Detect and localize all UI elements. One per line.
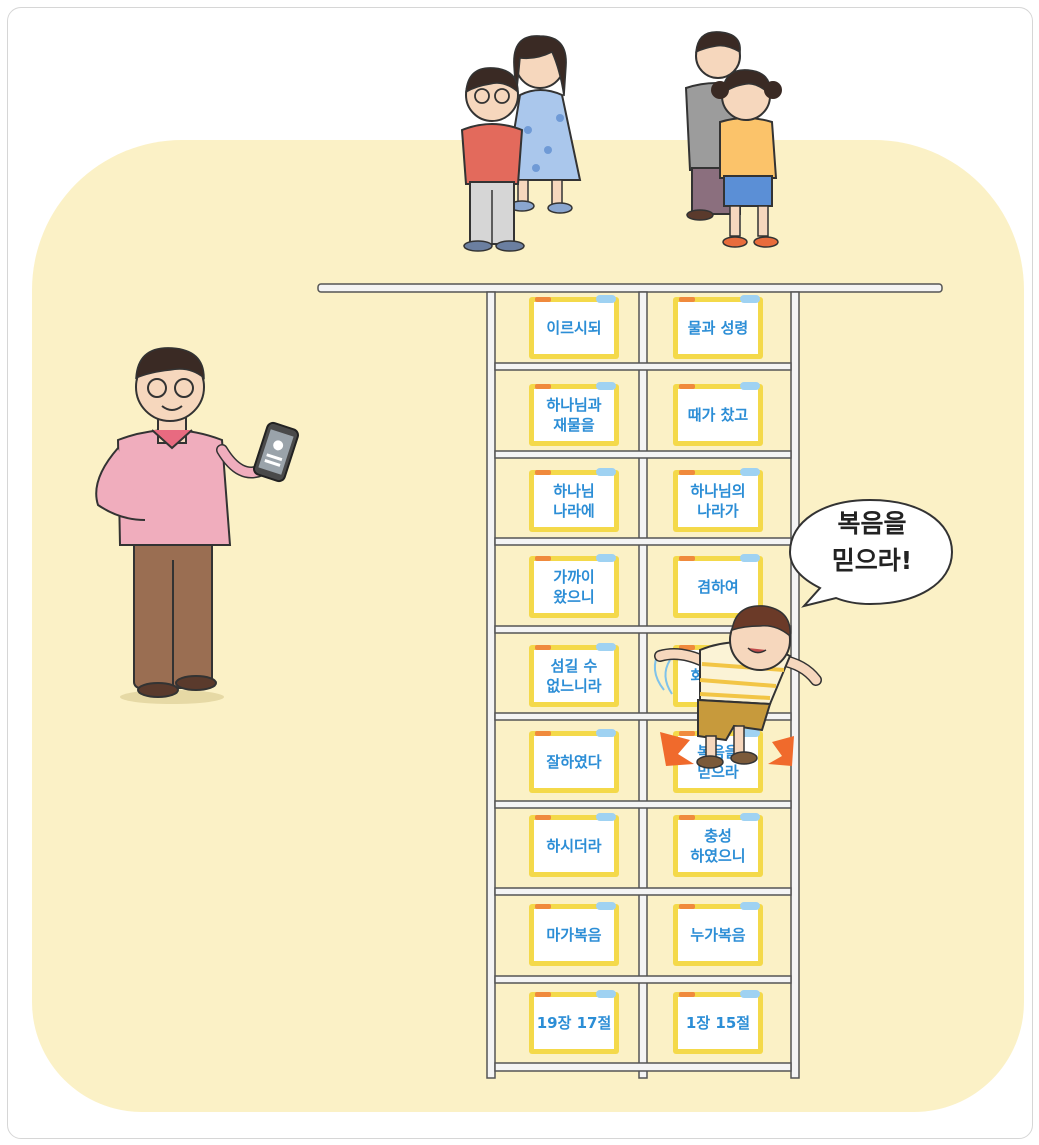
- ladder-rung: [494, 975, 792, 984]
- ladder-rail-left: [486, 291, 496, 1079]
- word-card[interactable]: 하나님과 재물을: [529, 382, 619, 446]
- smartphone-icon: [253, 421, 299, 483]
- word-card-label: 하시더라: [534, 820, 614, 872]
- ladder-rungs: [494, 362, 792, 1072]
- word-card-label: 잘하였다: [534, 736, 614, 788]
- ladder-rail-middle: [638, 291, 648, 1079]
- word-card[interactable]: 하나님 나라에: [529, 468, 619, 532]
- speech-bubble-shape: [788, 498, 954, 608]
- word-card-label: 때가 찼고: [678, 389, 758, 441]
- word-card[interactable]: 마가복음: [529, 902, 619, 966]
- word-card-label: 하나님과 재물을: [534, 389, 614, 441]
- word-card[interactable]: 충성 하였으니: [673, 813, 763, 877]
- word-card[interactable]: 하나님의 나라가: [673, 468, 763, 532]
- speech-bubble-text: 복음을 믿으라!: [831, 509, 913, 575]
- word-card[interactable]: 잘하였다: [529, 729, 619, 793]
- teacher-figure: [95, 347, 299, 704]
- word-card[interactable]: 겸하여: [673, 554, 763, 618]
- word-card[interactable]: 19장 17절: [529, 990, 619, 1054]
- word-card-label: 겸하여: [678, 561, 758, 613]
- ladder-rail-right: [790, 291, 800, 1079]
- word-card[interactable]: 1장 15절: [673, 990, 763, 1054]
- family-figures: [460, 31, 782, 252]
- ladder-rung: [494, 887, 792, 896]
- word-card-label: 하나님 나라에: [534, 475, 614, 527]
- ladder-rung: [494, 1062, 792, 1072]
- word-card-label: 1장 15절: [678, 997, 758, 1049]
- word-card[interactable]: 때가 찼고: [673, 382, 763, 446]
- word-card-label: 충성 하였으니: [678, 820, 758, 872]
- word-card-label: 19장 17절: [534, 997, 614, 1049]
- word-card-label: 가까이 왔으니: [534, 561, 614, 613]
- ladder-rung: [494, 712, 792, 721]
- word-card-label: 물과 성령: [678, 302, 758, 354]
- word-card-label: 이르시되: [534, 302, 614, 354]
- ladder-rung: [494, 362, 792, 371]
- ladder-rung: [494, 450, 792, 459]
- word-card-label: 섬길 수 없느니라: [534, 650, 614, 702]
- word-card[interactable]: 물과 성령: [673, 295, 763, 359]
- word-card[interactable]: 하시더라: [529, 813, 619, 877]
- word-card[interactable]: 누가복음: [673, 902, 763, 966]
- platform-beam: [317, 283, 943, 293]
- word-card[interactable]: 이르시되: [529, 295, 619, 359]
- word-card[interactable]: 섬길 수 없느니라: [529, 643, 619, 707]
- jumping-boy-figure: [653, 605, 822, 769]
- ladder-rung: [494, 800, 792, 809]
- word-card-label: 하나님의 나라가: [678, 475, 758, 527]
- word-card-label: 누가복음: [678, 909, 758, 961]
- word-card-label: 마가복음: [534, 909, 614, 961]
- word-card[interactable]: 가까이 왔으니: [529, 554, 619, 618]
- ladder-rung: [494, 625, 792, 634]
